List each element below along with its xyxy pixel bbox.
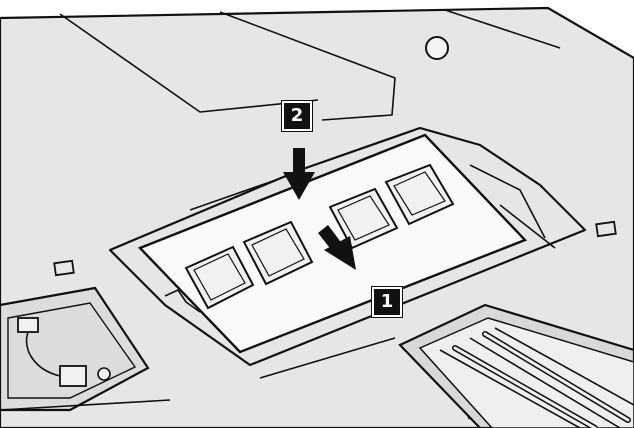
screw-icon [97,367,111,381]
ram-chip [242,220,314,286]
callout-step-2: 2 [281,100,313,132]
ram-chip [184,245,255,310]
panel-edge [0,337,396,411]
ram-chip [328,187,399,250]
panel-marker [53,259,75,277]
ram-module-notch [164,289,201,313]
connector-block [17,317,39,333]
arrow-down-icon [283,148,315,200]
ram-chip [384,163,455,226]
callout-step-1: 1 [371,286,403,318]
memory-compartment [108,126,587,367]
panel-marker [595,220,617,238]
memory-slot-connector [189,164,556,249]
cable [25,331,61,377]
arrow-insert-icon [318,225,356,270]
compartment-ribs [439,327,634,428]
connector-block [59,365,87,387]
panel-recess [59,9,561,121]
left-compartment [0,286,150,412]
right-compartment [398,303,634,428]
screw-icon [425,36,449,60]
